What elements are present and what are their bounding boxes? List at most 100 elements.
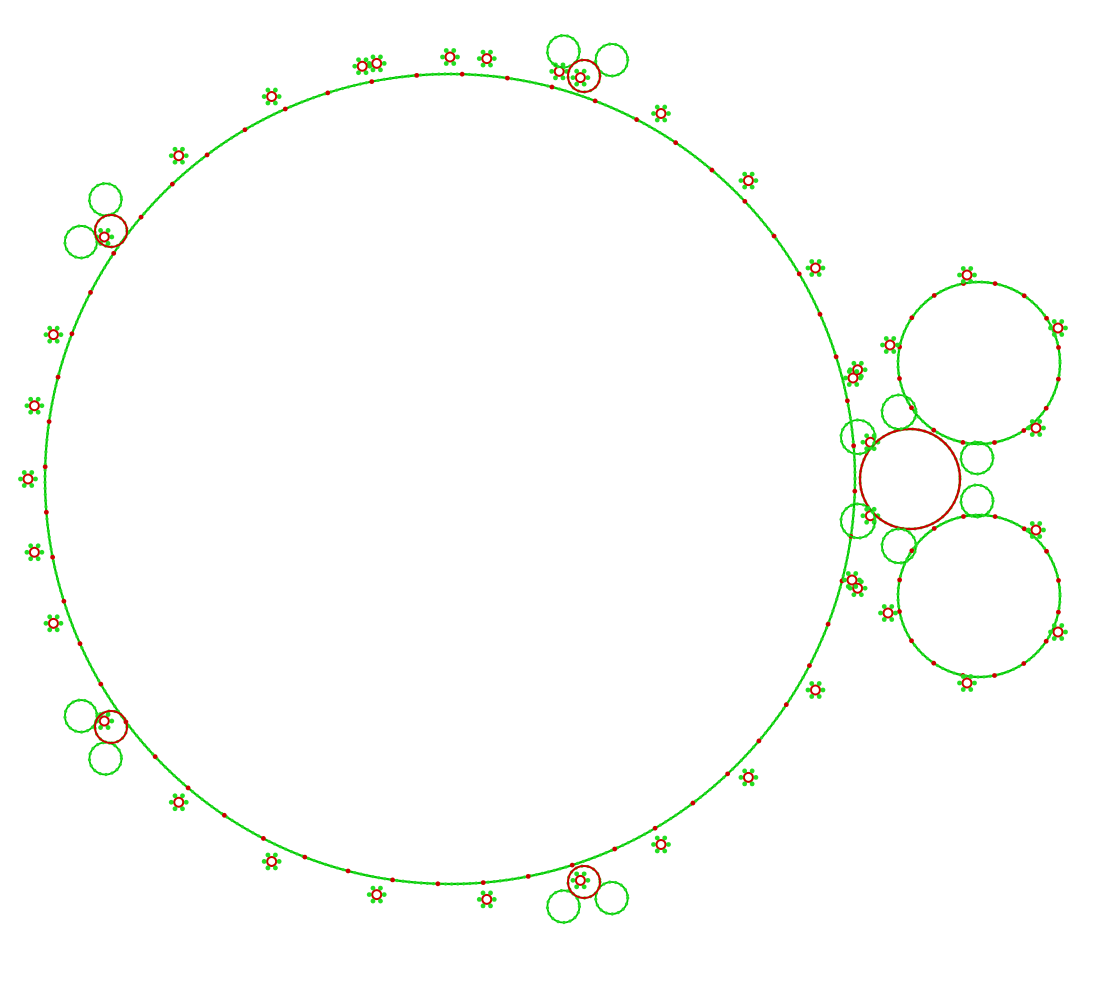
junction-dot (435, 881, 441, 887)
junction-dot (1056, 578, 1061, 583)
bud-dot (553, 75, 558, 81)
bud-center (28, 400, 40, 412)
junction-dot (897, 376, 902, 381)
bud-center (847, 372, 859, 384)
bud-dot (1059, 623, 1065, 628)
junction-dot (931, 427, 937, 433)
bud-dot (39, 403, 45, 409)
bud-dot (29, 470, 35, 475)
bud-dot (864, 433, 870, 439)
bud-dot (972, 680, 977, 686)
junction-dot (42, 464, 48, 470)
bud-dot (1051, 319, 1057, 324)
bud-center (742, 175, 754, 187)
bud-dot (816, 272, 822, 277)
trefoil-lobe-dots (63, 698, 99, 734)
junction-dot (742, 198, 748, 204)
bud-dot (809, 681, 815, 686)
bud-dot (35, 556, 41, 562)
bud-dot (491, 56, 497, 62)
bud-dot (352, 63, 358, 69)
bud-dot (881, 604, 887, 609)
bud-dot (105, 725, 111, 730)
junction-dot (771, 233, 777, 239)
bud-dot (1041, 425, 1046, 431)
bud-dot (809, 272, 815, 277)
junction-dot (282, 106, 288, 112)
bud-dot (968, 266, 974, 271)
junction-dot (1021, 661, 1027, 666)
circle-layer (18, 33, 1068, 925)
bud-dot (960, 674, 966, 679)
bud-dot (1059, 636, 1065, 641)
junction-dot (221, 812, 227, 818)
junction-dot (1055, 609, 1061, 615)
bud-dot (35, 543, 41, 549)
bud-dot (491, 896, 497, 902)
bud-dot (1041, 527, 1046, 533)
bud-dot (742, 184, 748, 190)
bud-dot (842, 577, 847, 583)
bud-dot (574, 884, 580, 890)
bud-dot (109, 718, 115, 724)
bud-dot (183, 799, 189, 805)
junction-dot (807, 663, 812, 668)
bud-dot (738, 774, 744, 780)
junction-dot (909, 638, 914, 644)
junction-dot (909, 548, 915, 554)
bud-dot (809, 259, 815, 264)
junction-dot (796, 271, 802, 277)
junction-dot (851, 443, 857, 449)
bud-dot (33, 476, 38, 482)
junction-dot (909, 405, 914, 411)
bud-dot (753, 178, 759, 184)
bud-dot (1059, 332, 1065, 337)
bud-dot (168, 799, 174, 805)
bud-center (266, 91, 278, 103)
bud-center (47, 329, 59, 341)
junction-dot (1021, 293, 1027, 299)
bud-dot (370, 54, 376, 60)
junction-dot (833, 354, 839, 360)
bud-dot (846, 369, 852, 374)
bud-dot (370, 898, 376, 904)
junction-dot (652, 825, 658, 831)
junction-dot (569, 862, 575, 868)
bud-dot (853, 584, 859, 589)
bud-dot (443, 61, 449, 66)
junction-dot (844, 398, 850, 404)
bud-dot (265, 852, 271, 858)
junction-dot (931, 293, 937, 298)
bud-dot (1037, 521, 1043, 526)
bud-dot (276, 859, 282, 864)
bud-dot (854, 382, 860, 387)
junction-dot (1056, 345, 1061, 350)
junction-dot (673, 140, 679, 146)
bud-dot (960, 279, 966, 284)
junction-dot (46, 419, 52, 425)
junction-dot (1055, 376, 1061, 382)
junction-dot (111, 250, 117, 256)
bud-dot (1059, 319, 1065, 324)
bud-dot (805, 265, 811, 271)
bud-dot (749, 781, 755, 787)
bud-dot (581, 81, 587, 87)
bud-dot (35, 396, 41, 402)
bud-dot (98, 228, 103, 233)
bud-dot (370, 67, 376, 73)
bud-dot (54, 338, 60, 344)
junction-dot (931, 660, 937, 666)
bud-dot (1029, 432, 1035, 437)
bud-center (371, 889, 383, 901)
junction-dot (725, 771, 731, 777)
junction-dot (459, 71, 465, 77)
bud-dot (98, 725, 103, 730)
bud-dot (109, 234, 115, 240)
bud-dot (854, 369, 860, 374)
bud-dot (356, 57, 361, 63)
bud-dot (39, 549, 45, 555)
main-circle (43, 72, 857, 886)
bud-dot (488, 62, 493, 68)
